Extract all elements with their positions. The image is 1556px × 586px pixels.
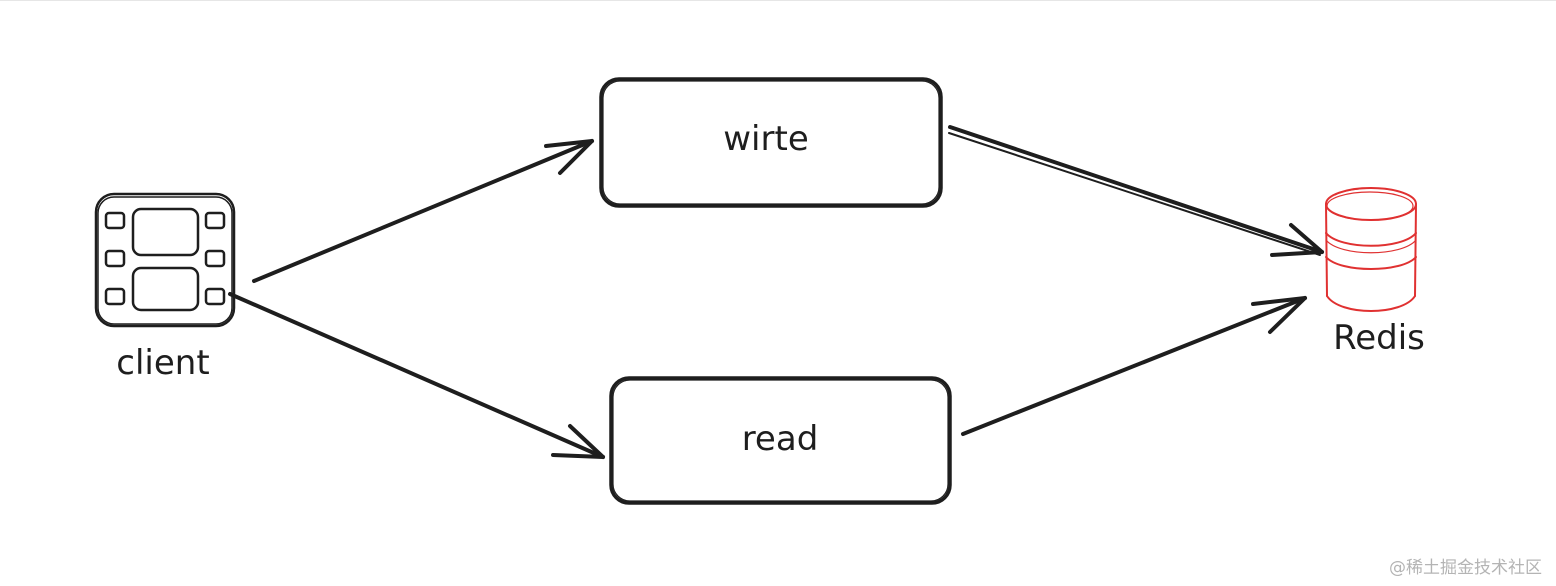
client-label: client xyxy=(116,343,209,383)
read-label: read xyxy=(742,419,819,459)
watermark: @稀土掘金技术社区 xyxy=(1389,558,1542,578)
client-film-icon xyxy=(94,192,236,328)
redis-database-icon xyxy=(1325,187,1417,312)
redis-label: Redis xyxy=(1333,318,1425,358)
write-label: wirte xyxy=(723,119,808,159)
edge-client-to-write xyxy=(252,139,594,283)
edge-client-to-read xyxy=(228,292,605,459)
top-border xyxy=(0,0,1556,1)
read-node xyxy=(609,376,952,505)
edge-write-to-redis xyxy=(948,125,1324,257)
write-node xyxy=(599,77,943,208)
edge-read-to-redis xyxy=(961,296,1307,436)
